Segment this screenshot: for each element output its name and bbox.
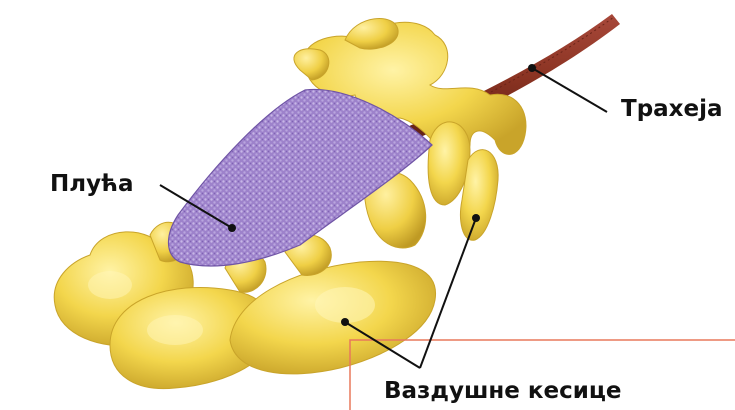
air-sac-pointer-dot-2 <box>472 214 480 222</box>
air-sacs-label: Ваздушне кесице <box>384 378 622 404</box>
trachea-label: Трахеја <box>621 96 723 122</box>
lung-label: Плућа <box>50 171 134 197</box>
lung-pointer-dot <box>228 224 236 232</box>
trachea-pointer-dot <box>528 64 536 72</box>
trachea-leader-line <box>532 68 607 112</box>
air-sac-pointer-dot-1 <box>341 318 349 326</box>
